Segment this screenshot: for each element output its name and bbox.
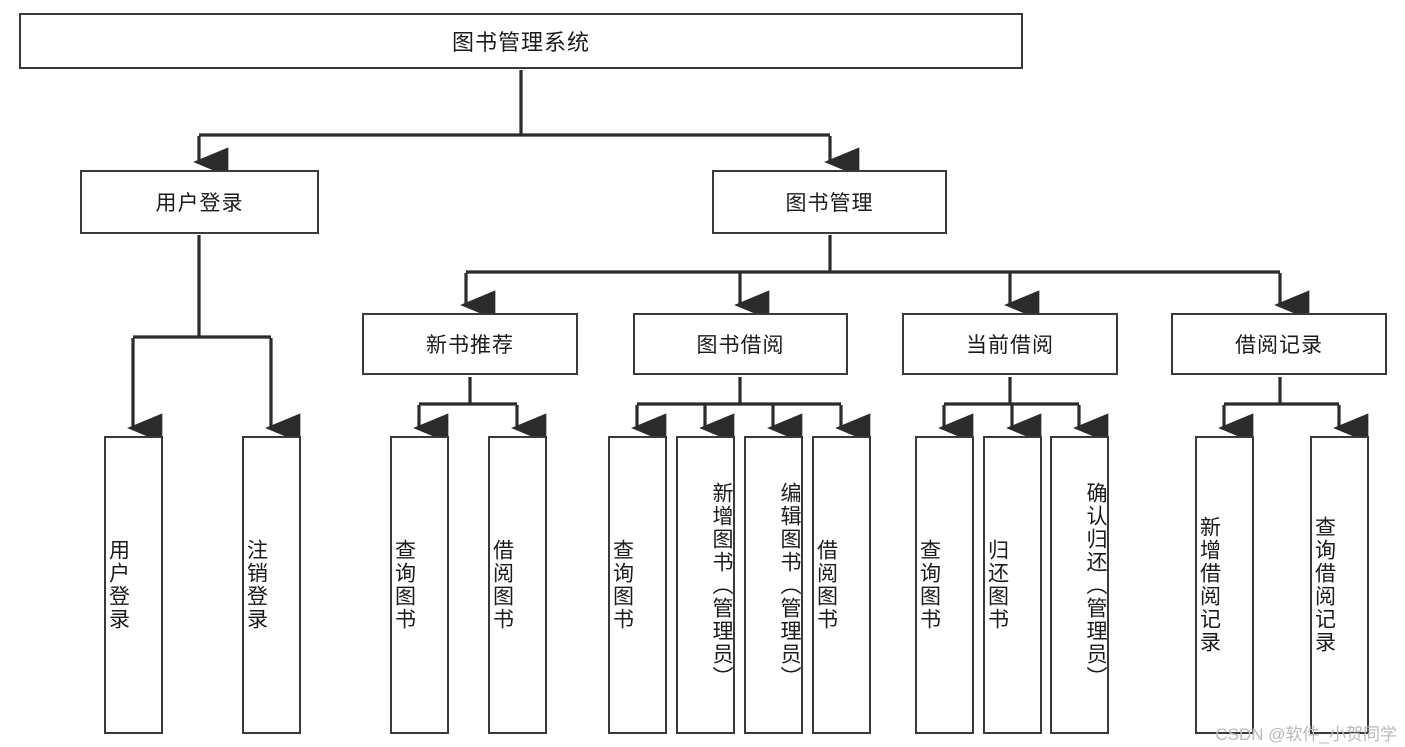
leaf-current-borrow-return-books[interactable]: 归还图书 — [983, 436, 1042, 734]
watermark-label: CSDN @软件_小贺同学 — [1215, 725, 1397, 744]
node-new-book-recommendation[interactable]: 新书推荐 — [362, 313, 578, 375]
leaf-book-borrow-borrow-books[interactable]: 借阅图书 — [812, 436, 871, 734]
leaf-new-book-borrow-books[interactable]: 借阅图书 — [488, 436, 547, 734]
node-book-management[interactable]: 图书管理 — [712, 170, 947, 234]
leaf-current-borrow-query-books[interactable]: 查询图书 — [915, 436, 974, 734]
leaf-book-borrow-add-book-admin[interactable]: 新增图书（管理员） — [676, 436, 735, 734]
leaf-new-book-query-books[interactable]: 查询图书 — [390, 436, 449, 734]
node-user-login[interactable]: 用户登录 — [80, 170, 319, 234]
leaf-borrow-record-query-record[interactable]: 查询借阅记录 — [1310, 436, 1369, 734]
leaf-book-borrow-query-books[interactable]: 查询图书 — [608, 436, 667, 734]
leaf-borrow-record-add-record[interactable]: 新增借阅记录 — [1195, 436, 1254, 734]
node-root-book-management-system[interactable]: 图书管理系统 — [19, 13, 1023, 69]
node-book-borrowing[interactable]: 图书借阅 — [633, 313, 848, 375]
leaf-book-borrow-edit-book-admin[interactable]: 编辑图书（管理员） — [744, 436, 803, 734]
node-current-borrowing[interactable]: 当前借阅 — [902, 313, 1118, 375]
leaf-current-borrow-confirm-return-admin[interactable]: 确认归还（管理员） — [1050, 436, 1109, 734]
node-borrow-record[interactable]: 借阅记录 — [1171, 313, 1387, 375]
leaf-user-login-logout[interactable]: 注销登录 — [242, 436, 301, 734]
leaf-user-login-login[interactable]: 用户登录 — [104, 436, 163, 734]
